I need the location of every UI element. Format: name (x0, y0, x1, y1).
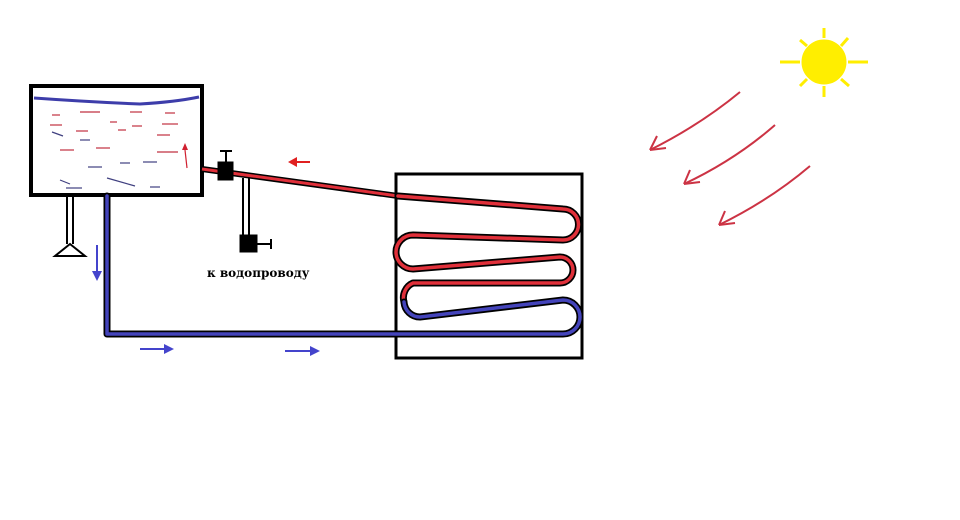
sun-icon (780, 28, 868, 97)
valve-icon (217, 150, 272, 253)
arrow-right-icon (140, 344, 174, 354)
water-cold-strokes (51, 131, 160, 189)
arrow-right-icon (285, 346, 320, 356)
arrow-left-icon (288, 157, 310, 167)
tank-stand (52, 196, 88, 257)
flow-arrows (92, 157, 320, 356)
sun-rays (649, 91, 811, 226)
collector-coil (103, 192, 584, 338)
arrow-down-icon (92, 245, 102, 281)
solar-collector (394, 172, 584, 360)
ray-arrow-icon (649, 91, 741, 151)
water-hot-strokes (50, 111, 178, 153)
convection-arrow-icon (182, 143, 188, 150)
ray-arrow-icon (718, 165, 811, 226)
ray-arrow-icon (683, 124, 776, 185)
water-tank (29, 84, 204, 197)
water-supply-label: к водопроводу (207, 266, 310, 280)
